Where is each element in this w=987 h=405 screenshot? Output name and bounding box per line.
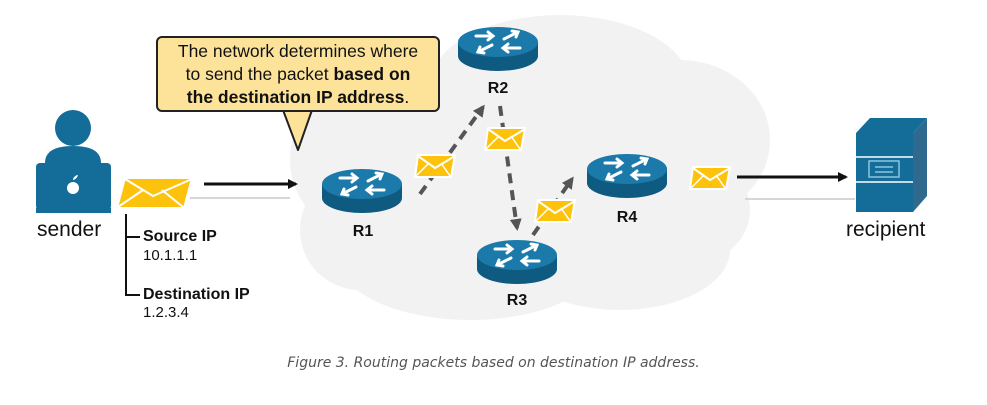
callout-tail <box>282 109 313 151</box>
recipient-label: recipient <box>846 218 926 241</box>
person-with-laptop-icon <box>36 110 111 213</box>
callout-line-2: to send the packet based on <box>158 63 438 86</box>
envelope-icon <box>534 199 576 223</box>
figure-caption: Figure 3. Routing packets based on desti… <box>287 355 700 371</box>
router-label-r1: R1 <box>353 223 374 240</box>
dashed-arrow-r2-r3 <box>498 105 522 231</box>
router-r3-icon <box>475 238 559 286</box>
source-ip-value: 10.1.1.1 <box>143 247 198 264</box>
destination-ip-value: 1.2.3.4 <box>143 304 189 321</box>
router-r1-icon <box>320 167 404 215</box>
envelope-icon <box>414 154 456 178</box>
source-ip-label: Source IP <box>143 228 217 245</box>
sender-label: sender <box>37 218 102 241</box>
callout-bubble: The network determines where to send the… <box>156 36 440 112</box>
apple-logo-icon <box>67 175 79 194</box>
callout-line-1: The network determines where <box>177 41 419 61</box>
server-icon <box>856 118 927 212</box>
destination-ip-label: Destination IP <box>143 286 250 303</box>
callout-emphasis: based on <box>333 64 411 84</box>
router-label-r4: R4 <box>617 209 638 226</box>
router-label-r2: R2 <box>488 80 509 97</box>
envelope-icon <box>689 166 731 190</box>
callout-line-3: the destination IP address. <box>158 86 438 109</box>
sender-envelope-icon <box>115 177 194 209</box>
callout-emphasis: the destination IP address <box>186 87 405 107</box>
envelope-icon <box>484 127 526 151</box>
router-r2-icon <box>456 25 540 73</box>
callout-text: to send the packet <box>185 64 334 84</box>
callout-text: . <box>404 87 410 107</box>
router-r4-icon <box>585 152 669 200</box>
packet-header-bracket <box>125 214 140 296</box>
router-label-r3: R3 <box>507 292 528 309</box>
dashed-arrow-r1-r2 <box>418 104 485 196</box>
